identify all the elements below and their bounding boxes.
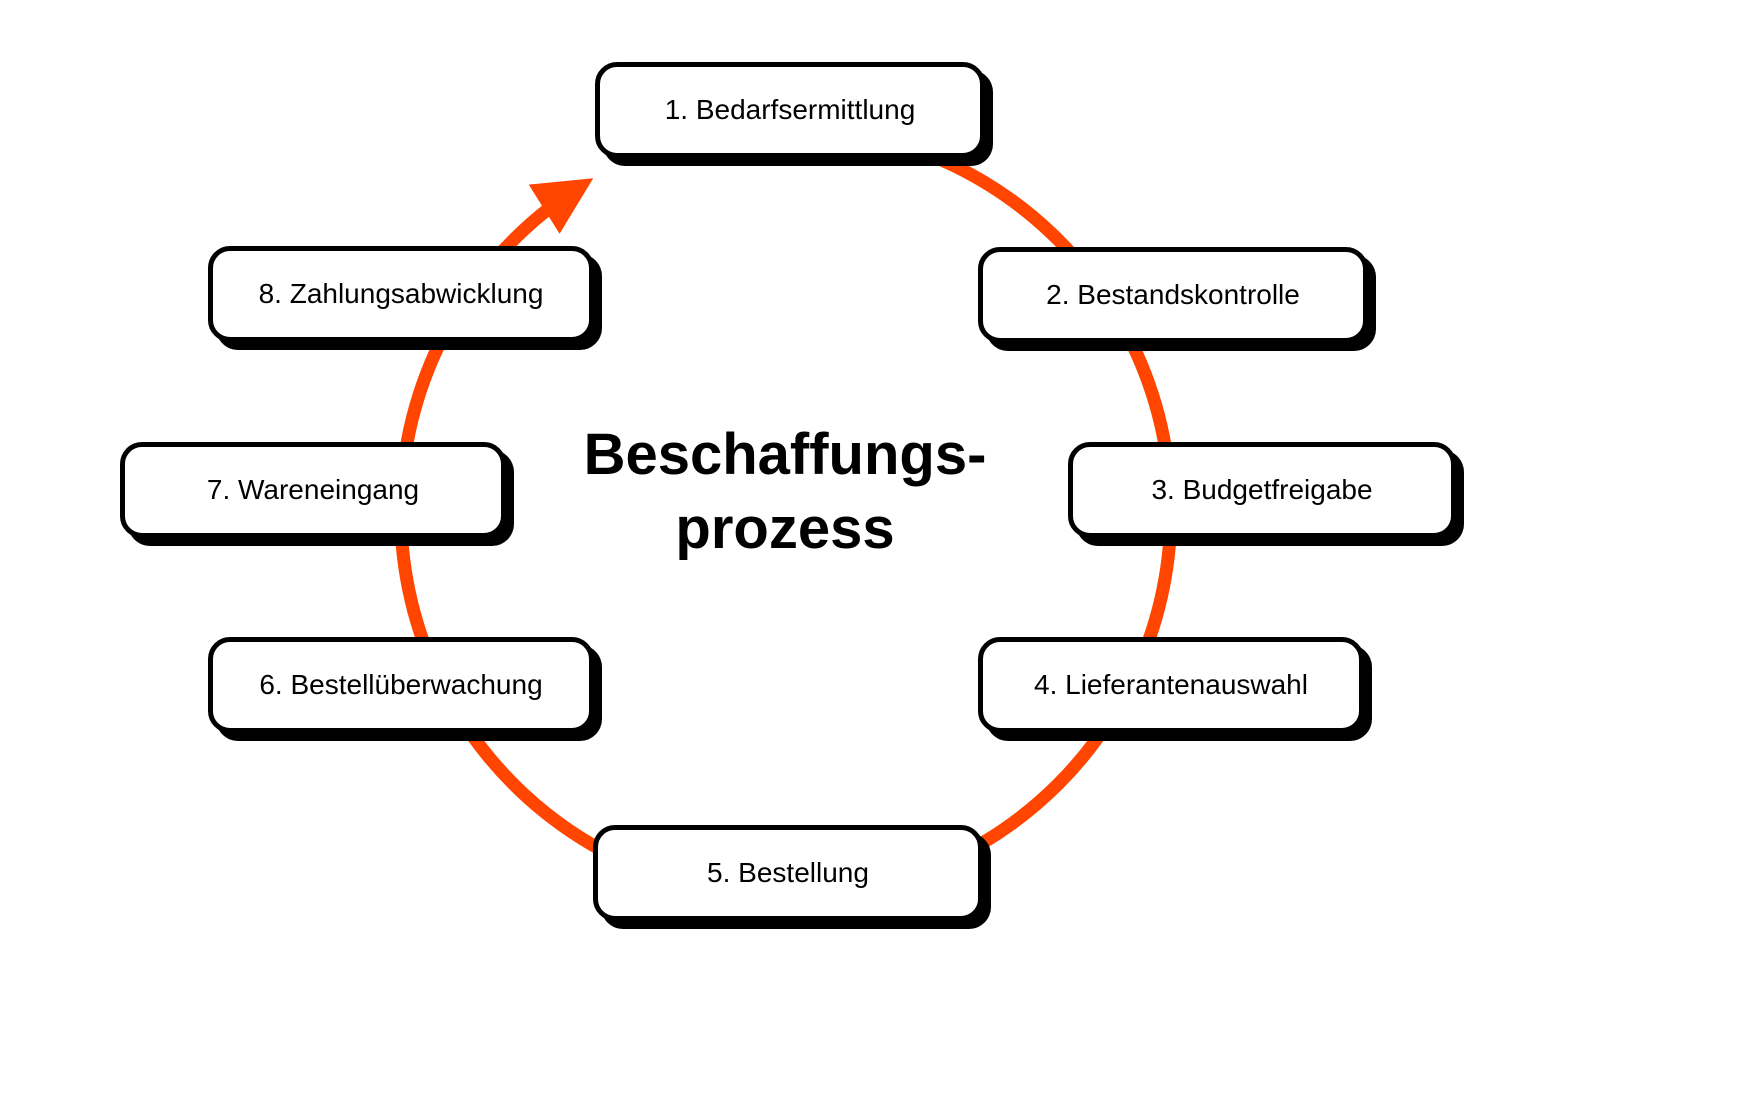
- step-label: 4. Lieferantenauswahl: [1034, 669, 1308, 700]
- diagram-title: Beschaffungs- prozess: [485, 418, 1085, 566]
- step-label: 7. Wareneingang: [206, 474, 420, 505]
- step-label: 8. Zahlungsabwicklung: [258, 278, 544, 309]
- step-label: 1. Bedarfsermittlung: [664, 94, 916, 125]
- diagram-title-line1: Beschaffungs-: [583, 422, 987, 487]
- step-box-bestandskontrolle: 2. Bestandskontrolle: [978, 247, 1368, 343]
- step-label: 2. Bestandskontrolle: [1046, 279, 1300, 310]
- step-box-budgetfreigabe: 3. Budgetfreigabe: [1068, 442, 1456, 538]
- step-label: 6. Bestellüberwachung: [259, 669, 543, 700]
- step-label: 3. Budgetfreigabe: [1151, 474, 1373, 505]
- step-box-bedarfsermittlung: 1. Bedarfsermittlung: [595, 62, 985, 158]
- step-box-bestellung: 5. Bestellung: [593, 825, 983, 921]
- step-box-lieferantenauswahl: 4. Lieferantenauswahl: [978, 637, 1364, 733]
- diagram-title-line2: prozess: [675, 496, 895, 562]
- step-box-wareneingang: 7. Wareneingang: [120, 442, 506, 538]
- step-label: 5. Bestellung: [707, 857, 869, 888]
- step-box-zahlungsabwicklung: 8. Zahlungsabwicklung: [208, 246, 594, 342]
- step-box-bestelluberwachung: 6. Bestellüberwachung: [208, 637, 594, 733]
